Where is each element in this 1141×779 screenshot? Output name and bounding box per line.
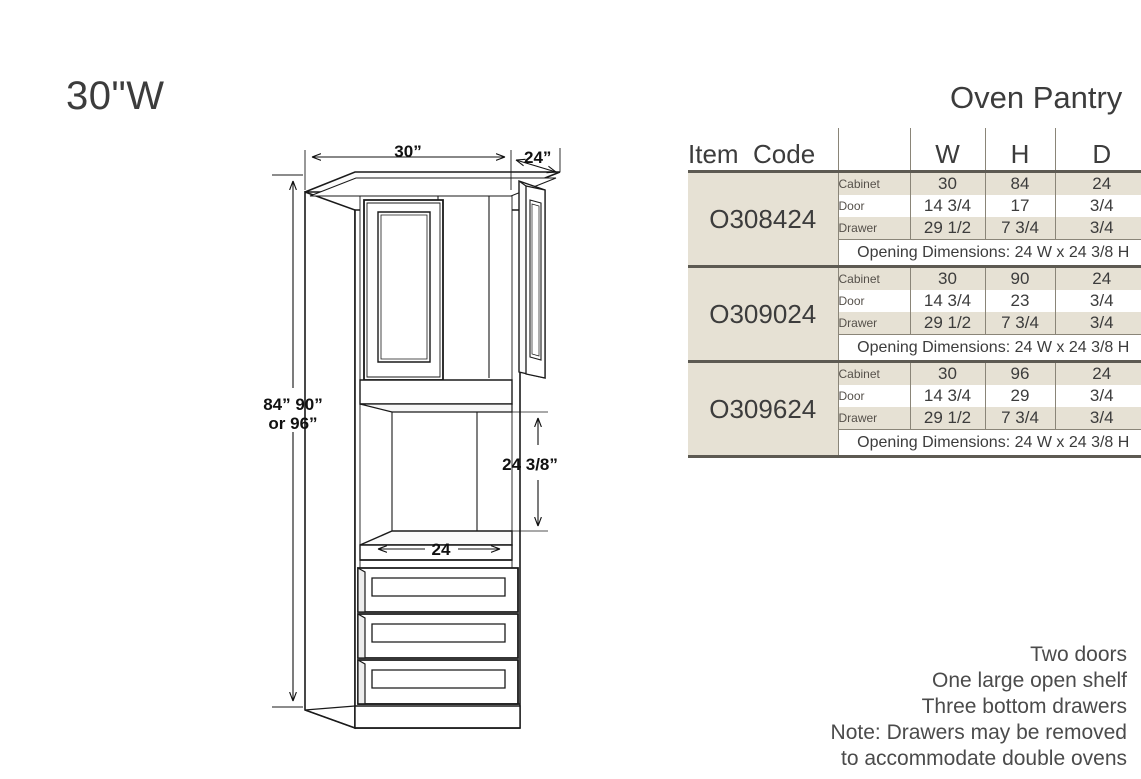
part-label-cabinet: Cabinet (838, 170, 911, 195)
column-header-h: H (984, 128, 1055, 172)
page-category-title: Oven Pantry (950, 80, 1123, 115)
note-line-3: Three bottom drawers (921, 695, 1127, 718)
cabinet-d: 24 (1055, 265, 1141, 290)
cabinet-h: 90 (985, 265, 1056, 290)
note-line-2: One large open shelf (932, 669, 1127, 692)
door-w: 14 3/4 (910, 290, 986, 312)
opening-dimensions: Opening Dimensions: 24 W x 24 3/8 H (838, 429, 1141, 458)
cabinet-drawer-3 (357, 658, 519, 705)
cabinet-drawer-1 (357, 566, 519, 613)
drawer-d: 3/4 (1055, 312, 1141, 335)
note-line-4: Note: Drawers may be removed (830, 721, 1127, 744)
door-w: 14 3/4 (910, 195, 986, 217)
cabinet-upper-left-door (363, 199, 444, 381)
table-row: Door 14 3/4 29 3/4 (688, 385, 1141, 407)
door-h: 23 (985, 290, 1056, 312)
door-d: 3/4 (1055, 290, 1141, 312)
drawer-d: 3/4 (1055, 217, 1141, 240)
note-line-1: Two doors (1030, 643, 1127, 666)
page-size-title: 30"W (66, 74, 165, 118)
part-label-drawer: Drawer (838, 217, 911, 240)
door-d: 3/4 (1055, 385, 1141, 407)
opening-dimensions: Opening Dimensions: 24 W x 24 3/8 H (838, 239, 1141, 268)
column-header-w: W (909, 128, 985, 172)
drawer-w: 29 1/2 (910, 407, 986, 430)
dimension-depth-24 (516, 148, 561, 172)
part-label-door: Door (838, 385, 911, 407)
drawer-h: 7 3/4 (985, 312, 1056, 335)
cabinet-toe-kick (304, 703, 521, 729)
note-line-5: to accommodate double ovens (840, 747, 1127, 770)
table-row: Drawer 29 1/2 7 3/4 3/4 (688, 312, 1141, 335)
part-label-cabinet: Cabinet (838, 360, 911, 385)
cabinet-drawer-2 (357, 612, 519, 659)
table-row: Drawer 29 1/2 7 3/4 3/4 (688, 407, 1141, 430)
table-row: Door 14 3/4 23 3/4 (688, 290, 1141, 312)
table-row-opening: Opening Dimensions: 24 W x 24 3/8 H (688, 334, 1141, 363)
cabinet-left-side-panel (304, 190, 356, 730)
door-h: 17 (985, 195, 1056, 217)
cabinet-top-surface (304, 171, 561, 197)
dimension-width-30 (304, 150, 512, 190)
door-d: 3/4 (1055, 195, 1141, 217)
dimension-label-depth: 24” (524, 148, 551, 167)
cabinet-h: 96 (985, 360, 1056, 385)
item-code-cell: O309024 (688, 265, 839, 363)
cabinet-w: 30 (910, 265, 986, 290)
dimension-label-height-alt: or 96” (268, 414, 317, 433)
column-header-item-code: Item Code (688, 128, 838, 172)
part-label-drawer: Drawer (838, 407, 911, 430)
table-row: O308424 Cabinet 30 84 24 (688, 170, 1141, 268)
dimension-label-opening-width: 24 (432, 540, 451, 559)
cabinet-upper-right-door-open (518, 180, 546, 379)
dimension-height (272, 174, 303, 708)
door-w: 14 3/4 (910, 385, 986, 407)
drawer-d: 3/4 (1055, 407, 1141, 430)
cabinet-d: 24 (1055, 360, 1141, 385)
column-header-d: D (1054, 128, 1141, 172)
part-label-door: Door (838, 195, 911, 217)
cabinet-w: 30 (910, 170, 986, 195)
dimension-label-opening-height: 24 3/8” (502, 455, 558, 474)
specification-table: Item Code W H D O308424 Cabinet 30 84 24… (688, 128, 1141, 458)
drawer-w: 29 1/2 (910, 217, 986, 240)
table-row-opening: Opening Dimensions: 24 W x 24 3/8 H (688, 239, 1141, 268)
dimension-label-width: 30” (394, 142, 421, 161)
cabinet-d: 24 (1055, 170, 1141, 195)
cabinet-h: 84 (985, 170, 1056, 195)
drawer-h: 7 3/4 (985, 407, 1056, 430)
item-code-cell: O308424 (688, 170, 839, 268)
table-header-row: Item Code W H D (688, 128, 1141, 172)
table-row: O309624 Cabinet 30 96 24 (688, 360, 1141, 458)
table-row-opening: Opening Dimensions: 24 W x 24 3/8 H (688, 429, 1141, 458)
table-row: O309024 Cabinet 30 90 24 (688, 265, 1141, 363)
item-code-cell: O309624 (688, 360, 839, 458)
cabinet-open-shelf-divider (359, 379, 513, 545)
opening-dimensions: Opening Dimensions: 24 W x 24 3/8 H (838, 334, 1141, 363)
part-label-cabinet: Cabinet (838, 265, 911, 290)
table-row: Door 14 3/4 17 3/4 (688, 195, 1141, 217)
dimension-opening-height (512, 411, 548, 532)
drawer-w: 29 1/2 (910, 312, 986, 335)
door-h: 29 (985, 385, 1056, 407)
product-notes: Two doors One large open shelf Three bot… (831, 642, 1127, 772)
column-header-spacer (837, 128, 910, 172)
cabinet-w: 30 (910, 360, 986, 385)
part-label-drawer: Drawer (838, 312, 911, 335)
table-row: Drawer 29 1/2 7 3/4 3/4 (688, 217, 1141, 240)
part-label-door: Door (838, 290, 911, 312)
dimension-label-height: 84” 90” (263, 395, 323, 414)
drawer-h: 7 3/4 (985, 217, 1056, 240)
